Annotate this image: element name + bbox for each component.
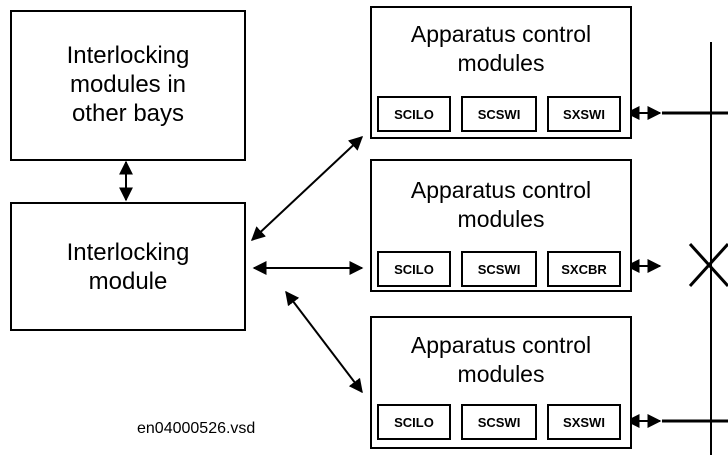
sxswi-box-1: SXSWI bbox=[547, 96, 621, 132]
sxcbr-box-2: SXCBR bbox=[547, 251, 621, 287]
apparatus-3-title-line-1: Apparatus control bbox=[410, 332, 592, 358]
other-bays-line-2: modules in bbox=[69, 71, 187, 98]
apparatus-3-title-line-2: modules bbox=[457, 361, 545, 387]
apparatus-1-title-line-2: modules bbox=[457, 50, 545, 76]
file-name-label: en04000526.vsd bbox=[137, 420, 256, 437]
interlocking-module-label: Interlocking module bbox=[12, 238, 244, 296]
apparatus-1-title-line-1: Apparatus control bbox=[410, 21, 592, 47]
module-line-1: Interlocking bbox=[66, 239, 190, 266]
interlocking-other-bays-box: Interlocking modules in other bays bbox=[10, 10, 246, 161]
other-bays-line-3: other bays bbox=[71, 100, 185, 127]
scswi-box-3: SCSWI bbox=[461, 404, 537, 440]
arrow-module-to-apparatus-1 bbox=[250, 136, 364, 241]
circuit-breaker-symbol bbox=[688, 242, 728, 288]
other-bays-line-1: Interlocking bbox=[66, 42, 190, 69]
apparatus-title-3: Apparatus control modules bbox=[372, 331, 630, 389]
apparatus-title-1: Apparatus control modules bbox=[372, 20, 630, 78]
apparatus-title-2: Apparatus control modules bbox=[372, 176, 630, 234]
apparatus-2-title-line-1: Apparatus control bbox=[410, 177, 592, 203]
interlocking-module-box: Interlocking module bbox=[10, 202, 246, 331]
scswi-box-1: SCSWI bbox=[461, 96, 537, 132]
arrow-module-to-apparatus-3 bbox=[285, 290, 363, 394]
apparatus-2-title-line-2: modules bbox=[457, 206, 545, 232]
apparatus-control-box-1: Apparatus control modules SCILO SCSWI SX… bbox=[370, 6, 632, 139]
module-line-2: module bbox=[88, 268, 168, 295]
other-bays-label: Interlocking modules in other bays bbox=[12, 41, 244, 128]
sxswi-box-3: SXSWI bbox=[547, 404, 621, 440]
apparatus-control-box-3: Apparatus control modules SCILO SCSWI SX… bbox=[370, 316, 632, 449]
scilo-box-3: SCILO bbox=[377, 404, 451, 440]
scilo-box-2: SCILO bbox=[377, 251, 451, 287]
apparatus-control-box-2: Apparatus control modules SCILO SCSWI SX… bbox=[370, 159, 632, 292]
scilo-box-1: SCILO bbox=[377, 96, 451, 132]
scswi-box-2: SCSWI bbox=[461, 251, 537, 287]
